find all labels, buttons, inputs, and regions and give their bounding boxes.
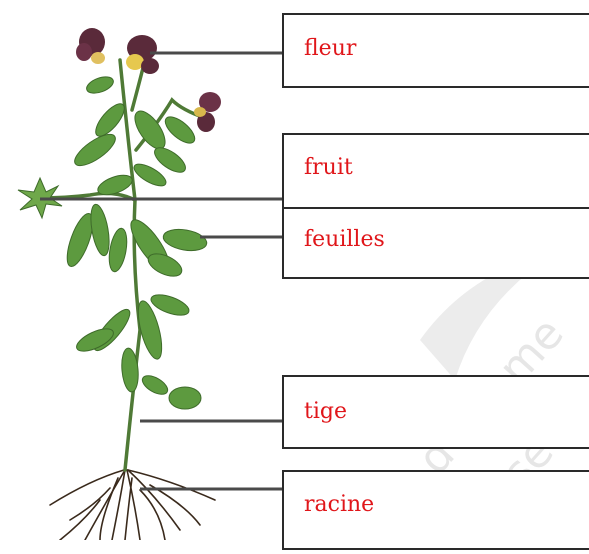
label-fruit: fruit [304,157,353,179]
label-box-tige: tige [282,375,589,449]
label-racine: racine [304,494,374,516]
label-divider [284,207,589,209]
label-tige: tige [304,401,347,423]
label-fleur: fleur [304,38,356,60]
label-box-racine: racine [282,470,589,550]
label-box-fruit-feuilles: fruit feuilles [282,133,589,279]
roots [50,470,215,540]
label-feuilles: feuilles [304,229,385,251]
flower-left [76,28,105,64]
plant-diagram: iers d'Exame Réseau [0,0,589,540]
label-box-fleur: fleur [282,13,589,88]
flower-right [194,92,221,132]
